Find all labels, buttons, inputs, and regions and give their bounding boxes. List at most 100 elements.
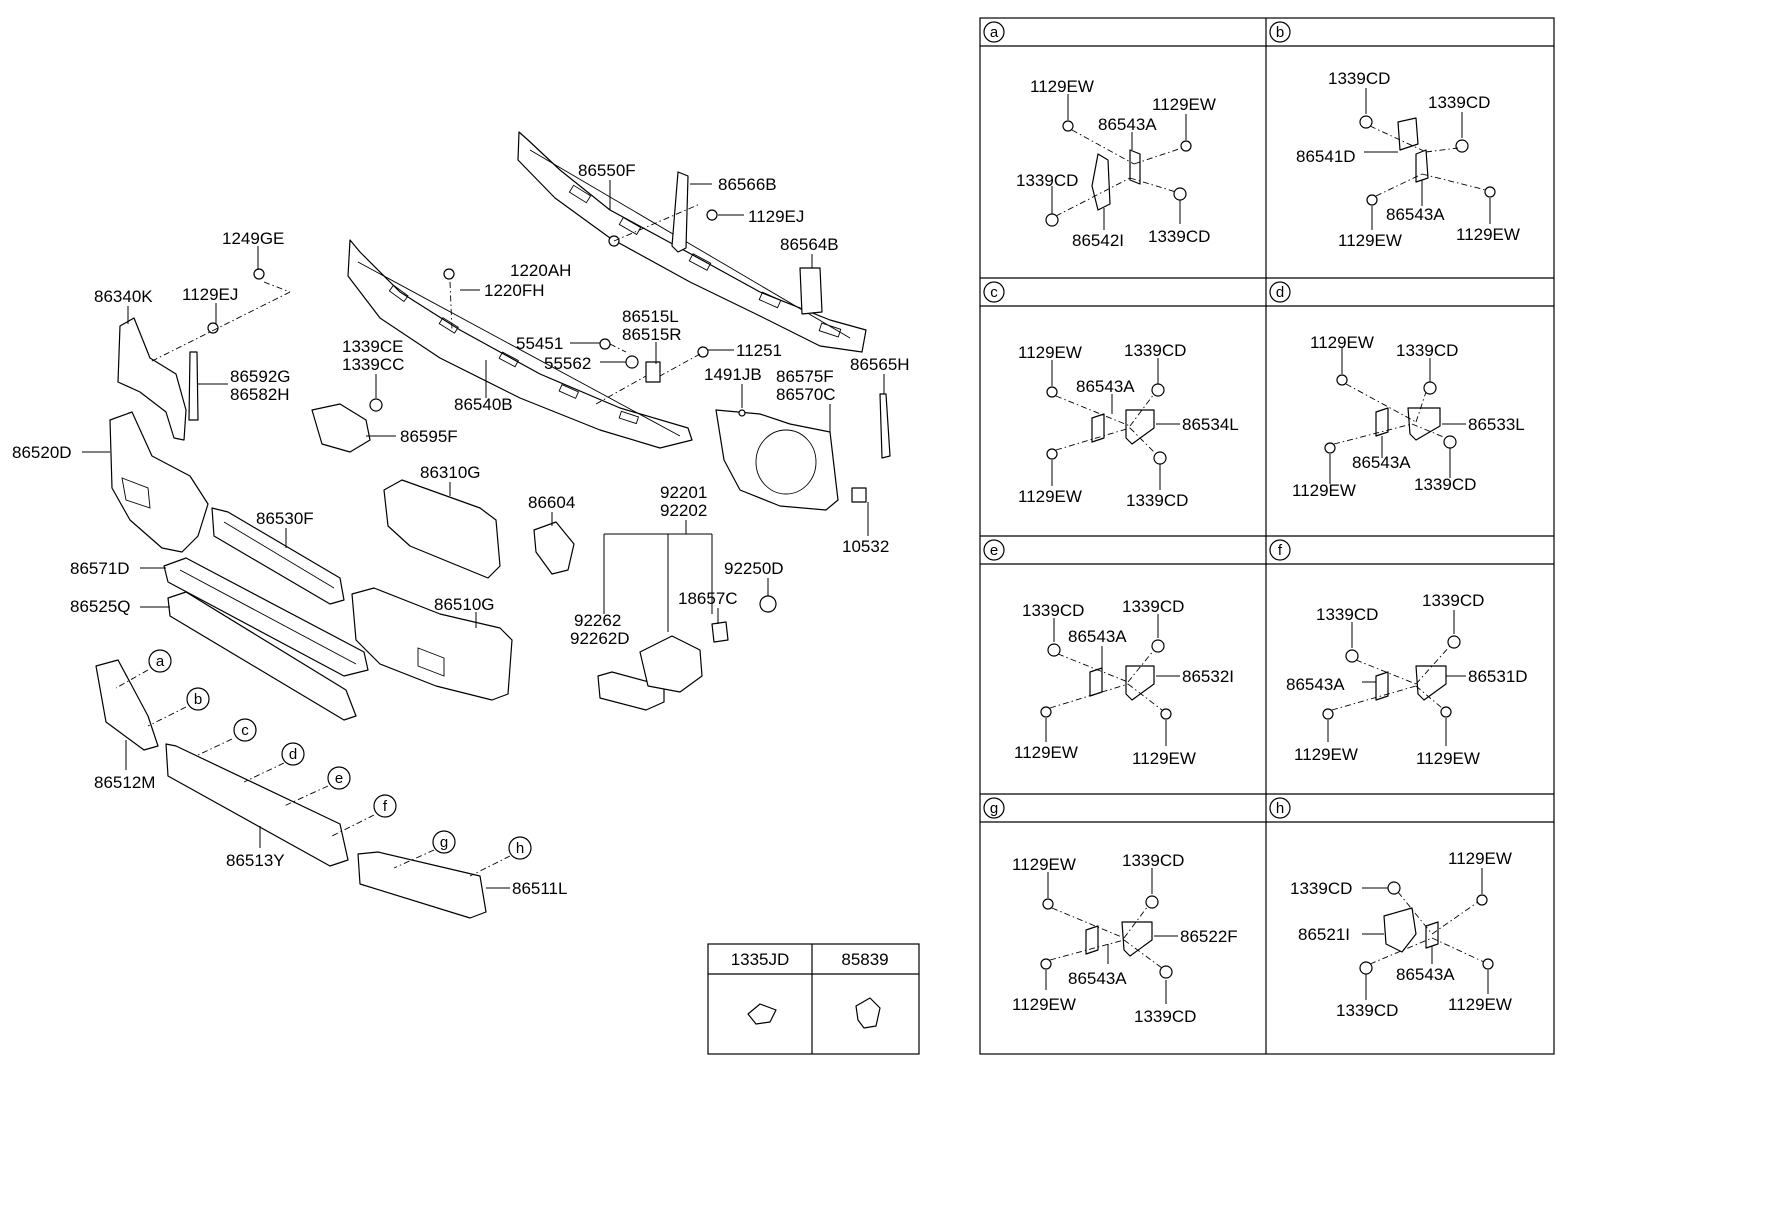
panel-g-label-4: 86543A [1068, 969, 1127, 988]
panel-b-label-3: 86541D [1296, 147, 1356, 166]
panel-f-label-4: 86531D [1468, 667, 1528, 686]
label-86575F: 86575F [776, 367, 834, 386]
panel-a-label-3: 86543A [1098, 115, 1157, 134]
panel-g-label-6: 1339CD [1134, 1007, 1196, 1026]
label-55451: 55451 [516, 334, 563, 353]
panel-c-label-1: 1129EW [1018, 343, 1082, 362]
panel-h-label-1: 1129EW [1448, 849, 1512, 868]
leader-lines [82, 180, 885, 889]
panel-e-label-2: 1339CD [1122, 597, 1184, 616]
panel-g-label-2: 1339CD [1122, 851, 1184, 870]
parts-diagram: a b c d e f g h 1249GE 86340K 1129EJ 865… [12, 17, 1555, 1055]
svg-text:g: g [440, 834, 448, 851]
label-86565H: 86565H [850, 355, 910, 374]
panel-d-label-5: 1129EW [1292, 481, 1356, 500]
label-55562: 55562 [544, 354, 591, 373]
table-header-1335JD: 1335JD [731, 950, 790, 969]
label-86511L: 86511L [512, 879, 567, 898]
view-letter-a: a [148, 649, 172, 673]
panel-d-label-6: 1339CD [1414, 475, 1476, 494]
label-86510G: 86510G [434, 595, 495, 614]
bracket-86604 [533, 521, 575, 575]
label-10532: 10532 [842, 537, 889, 556]
clip-85839-icon [855, 997, 881, 1029]
label-86530F: 86530F [256, 509, 314, 528]
label-1491JB: 1491JB [704, 365, 762, 384]
panel-b-label-2: 1339CD [1428, 93, 1490, 112]
label-1249GE: 1249GE [222, 229, 284, 248]
panel-a-label-2: 1129EW [1152, 95, 1216, 114]
detail-panel-b: b 1339CD 1339CD 86541D 86543A 1129EW 112… [1269, 21, 1520, 250]
bracket-86570C [715, 409, 839, 511]
label-86512M: 86512M [94, 773, 155, 792]
label-92201: 92201 [660, 483, 707, 502]
panel-h-label-3: 86521I [1298, 925, 1350, 944]
panel-g-label-3: 86522F [1180, 927, 1238, 946]
panel-d-label-1: 1129EW [1310, 333, 1374, 352]
panel-e-label-1: 1339CD [1022, 601, 1084, 620]
label-86540B: 86540B [454, 395, 513, 414]
panel-d-label-2: 1339CD [1396, 341, 1458, 360]
panel-f-label-2: 1339CD [1422, 591, 1484, 610]
strip-86565H [879, 393, 891, 459]
label-86595F: 86595F [400, 427, 458, 446]
panel-letter: a [990, 24, 999, 41]
panel-a-label-5: 1339CD [1148, 227, 1210, 246]
clip-86595F [311, 403, 371, 453]
svg-text:b: b [194, 691, 202, 708]
lamp-92262 [597, 671, 665, 711]
absorber-86571D [163, 557, 369, 677]
label-92262: 92262 [574, 611, 621, 630]
clip-10532 [851, 487, 867, 503]
fastener-icons [207, 209, 746, 417]
panel-f-label-5: 1129EW [1294, 745, 1358, 764]
panel-d-label-3: 86533L [1468, 415, 1525, 434]
label-86515L: 86515L [622, 307, 679, 326]
bracket-86564B [799, 267, 823, 315]
view-letter-g: g [432, 830, 456, 854]
rail-86540B [347, 239, 693, 449]
view-letter-d: d [281, 742, 305, 766]
panel-letter: c [990, 284, 998, 301]
label-86525Q: 86525Q [70, 597, 131, 616]
panel-c-label-4: 86534L [1182, 415, 1239, 434]
svg-text:e: e [335, 770, 343, 787]
label-86571D: 86571D [70, 559, 130, 578]
label-11251: 11251 [736, 341, 782, 360]
socket-92250D [759, 595, 777, 613]
label-86310G: 86310G [420, 463, 481, 482]
svg-text:h: h [516, 840, 524, 857]
panel-h-label-5: 1339CD [1336, 1001, 1398, 1020]
panel-a-label-1: 1129EW [1030, 77, 1094, 96]
reinforcement-86525Q [167, 591, 357, 721]
panel-c-label-5: 1129EW [1018, 487, 1082, 506]
panel-h-label-2: 1339CD [1290, 879, 1352, 898]
svg-text:a: a [156, 653, 165, 670]
label-1220AH: 1220AH [510, 261, 571, 280]
panel-b-label-5: 1129EW [1338, 231, 1402, 250]
panel-c-label-2: 1339CD [1124, 341, 1186, 360]
view-letter-h: h [508, 836, 532, 860]
label-18657C: 18657C [678, 589, 738, 608]
rail-86550F [517, 131, 867, 353]
panel-letter: f [1278, 542, 1283, 559]
bracket-86340K [117, 317, 187, 441]
label-1129EJ-left: 1129EJ [182, 285, 238, 304]
detail-grid [979, 17, 1555, 1055]
view-letter-f: f [373, 794, 397, 818]
detail-panel-e: e 1339CD 1339CD 86543A 86532I 1129EW 112… [983, 539, 1234, 768]
fog-lamp-92201 [639, 635, 703, 693]
label-1339CC: 1339CC [342, 355, 404, 374]
view-letter-e: e [327, 766, 351, 790]
label-1220FH: 1220FH [484, 281, 544, 300]
panel-d-label-4: 86543A [1352, 453, 1411, 472]
panel-e-label-4: 86532I [1182, 667, 1234, 686]
panel-e-label-6: 1129EW [1132, 749, 1196, 768]
label-1129EJ-right: 1129EJ [748, 207, 804, 226]
panel-f-label-1: 1339CD [1316, 605, 1378, 624]
panel-b-label-6: 1129EW [1456, 225, 1520, 244]
grille-86530F [211, 507, 345, 605]
fascia-86510G [351, 587, 513, 701]
panel-letter: e [990, 542, 998, 559]
view-letter-b: b [186, 687, 210, 711]
